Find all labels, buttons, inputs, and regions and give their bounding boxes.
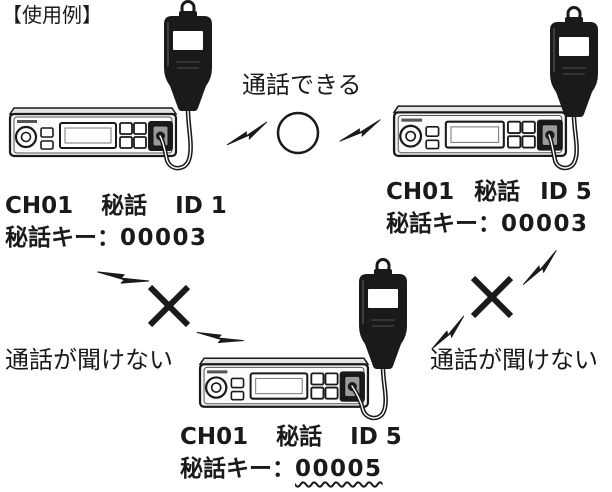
id-label: ID 5	[540, 179, 592, 205]
id-label: ID 5	[350, 424, 402, 450]
station-top-right	[392, 6, 600, 171]
key-value-highlighted: 00005	[295, 456, 383, 482]
mic-cord	[546, 113, 579, 171]
signal-bolt-icon	[515, 250, 564, 285]
key-value: 00003	[501, 211, 589, 237]
microphone-icon	[162, 0, 214, 112]
station-top-left	[8, 0, 214, 171]
mode-label: 秘話	[101, 193, 148, 219]
key-value: 00003	[120, 225, 208, 251]
channel-label: CH01	[386, 179, 455, 205]
cannot-hear-label-right: 通話が聞けない	[430, 346, 598, 374]
key-row: 秘話キー： 00005	[180, 458, 402, 481]
signal-bolt-icon	[424, 315, 471, 350]
ng-cross-mark	[470, 275, 514, 319]
key-row: 秘話キー： 00003	[386, 213, 592, 236]
key-label: 秘話キー：	[386, 211, 501, 237]
channel-label: CH01	[180, 424, 249, 450]
channel-row: CH01 秘話 ID 5	[386, 181, 592, 204]
signal-bolt-icon	[196, 319, 245, 354]
channel-label: CH01	[5, 193, 74, 219]
ng-cross-mark	[147, 284, 191, 328]
unit-info-top-right: CH01 秘話 ID 5 秘話キー： 00003	[386, 181, 592, 236]
signal-bolt-icon	[336, 119, 384, 142]
microphone-icon	[357, 258, 409, 370]
can-talk-label: 通話できる	[242, 71, 362, 99]
mic-cord	[349, 365, 388, 421]
cannot-hear-label-left: 通話が聞けない	[5, 346, 173, 374]
station-bottom	[198, 258, 409, 421]
radio-transceiver-icon	[8, 106, 178, 158]
mic-cord	[157, 107, 193, 171]
key-label: 秘話キー：	[180, 456, 295, 482]
channel-row: CH01 秘話 ID 1	[5, 195, 227, 218]
channel-row: CH01 秘話 ID 5	[180, 426, 402, 449]
key-row: 秘話キー： 00003	[5, 227, 227, 250]
page-title: 【使用例】	[2, 3, 102, 27]
unit-info-bottom: CH01 秘話 ID 5 秘話キー： 00005	[180, 426, 402, 481]
key-label: 秘話キー：	[5, 225, 120, 251]
radio-transceiver-icon	[392, 105, 568, 157]
ok-circle-mark	[276, 111, 320, 155]
unit-info-top-left: CH01 秘話 ID 1 秘話キー： 00003	[5, 195, 227, 250]
mode-label: 秘話	[276, 424, 323, 450]
microphone-icon	[548, 6, 600, 118]
radio-transceiver-icon	[198, 357, 370, 408]
mode-label: 秘話	[474, 179, 521, 205]
signal-bolt-icon	[223, 121, 271, 146]
signal-bolt-icon	[96, 257, 150, 296]
id-label: ID 1	[175, 193, 227, 219]
